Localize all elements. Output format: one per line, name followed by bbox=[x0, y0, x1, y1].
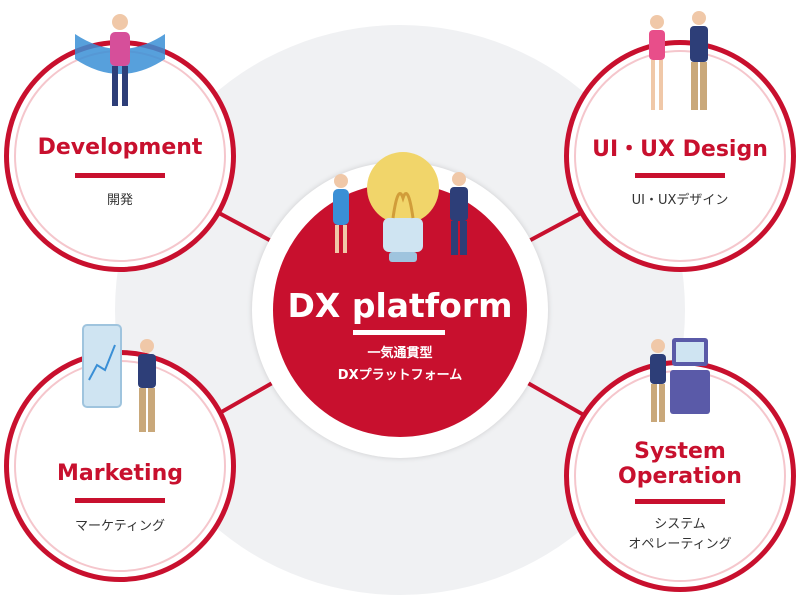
node-title: Marketing bbox=[56, 461, 184, 486]
node-divider bbox=[635, 499, 725, 504]
center-title: DX platform bbox=[287, 286, 513, 325]
center-subtitle-line2: DXプラットフォーム bbox=[337, 368, 463, 383]
node-subtitle: マーケティング bbox=[75, 519, 165, 534]
node-divider bbox=[75, 498, 165, 503]
node-uiux-design: UI・UX Design UI・UXデザイン bbox=[564, 40, 796, 272]
center-divider bbox=[353, 330, 445, 335]
node-title: UI・UX Design bbox=[592, 137, 768, 162]
node-title: Development bbox=[37, 135, 203, 160]
node-subtitle-line1: システム bbox=[654, 517, 706, 532]
node-title-line2: Operation bbox=[618, 464, 742, 489]
center-subtitle-line1: 一気通貫型 bbox=[367, 346, 433, 361]
node-development: Development 開発 bbox=[4, 40, 236, 272]
node-subtitle-line2: オペレーティング bbox=[628, 537, 732, 552]
person-woman-illustration bbox=[333, 174, 349, 253]
node-divider bbox=[75, 173, 165, 178]
lightbulb-illustration bbox=[367, 152, 439, 262]
center-hub: DX platform 一気通貫型 DXプラットフォーム bbox=[273, 152, 527, 437]
node-title-line1: System bbox=[634, 439, 726, 464]
designers-illustration bbox=[649, 11, 708, 110]
node-divider bbox=[635, 173, 725, 178]
operator-illustration bbox=[650, 338, 710, 422]
node-subtitle: 開発 bbox=[106, 193, 133, 208]
person-man-illustration bbox=[450, 172, 468, 255]
center-subtitle: 一気通貫型 DXプラットフォーム bbox=[273, 343, 527, 387]
node-subtitle: システム オペレーティング bbox=[569, 515, 791, 555]
node-subtitle: UI・UXデザイン bbox=[631, 193, 729, 208]
vr-developer-illustration bbox=[75, 14, 165, 106]
presenter-illustration bbox=[82, 324, 156, 432]
node-marketing: Marketing マーケティング bbox=[4, 350, 236, 582]
node-title: System Operation bbox=[569, 439, 791, 489]
